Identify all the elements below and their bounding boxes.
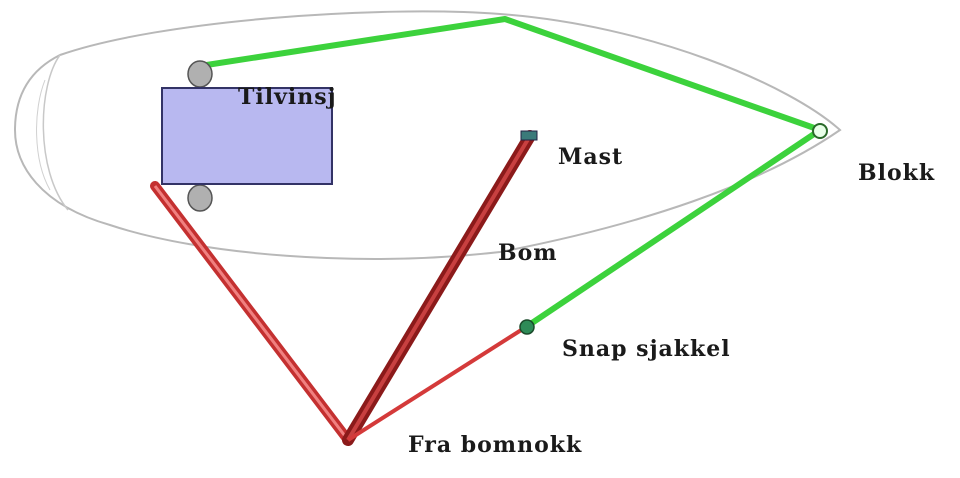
red-line-winch-to-boomend-inner: [153, 185, 350, 441]
boom-line-highlight: [346, 134, 532, 442]
winch-pulley-bottom: [187, 184, 213, 212]
red-line-boomend-to-shackle: [346, 325, 528, 442]
blokk-pulley: [812, 123, 828, 139]
winch-pulley-top: [187, 60, 213, 88]
label-bom: Bom: [498, 240, 558, 266]
hull-stern-inner-curve: [36, 79, 51, 191]
snap-shackle-marker: [519, 319, 535, 335]
label-blokk: Blokk: [858, 160, 935, 186]
winch-box: [161, 87, 333, 185]
label-mast: Mast: [558, 144, 623, 170]
hull: [13, 10, 842, 260]
label-fra-bomnokk: Fra bomnokk: [408, 432, 582, 458]
hull-stern-curve: [42, 54, 69, 211]
label-tilvinsj: Tilvinsj: [238, 84, 337, 110]
label-snap-sjakkel: Snap sjakkel: [562, 336, 731, 362]
mast-marker: [520, 130, 538, 141]
red-lines: [150, 130, 536, 446]
hull-outline: [13, 10, 842, 260]
sheet-line-green: [199, 16, 823, 330]
